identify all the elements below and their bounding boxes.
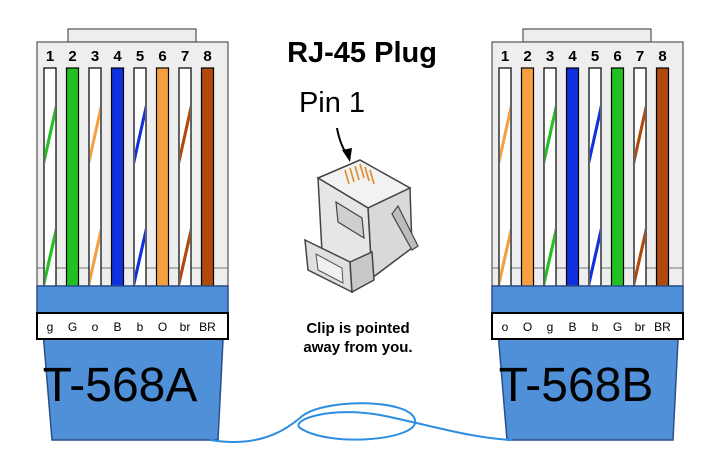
wire-1 bbox=[43, 67, 57, 291]
color-code-bar bbox=[491, 312, 684, 340]
pin-number-3: 3 bbox=[91, 48, 99, 65]
wire-3 bbox=[88, 67, 102, 291]
wire-8 bbox=[655, 67, 670, 291]
wire-8 bbox=[200, 67, 215, 291]
wire-set bbox=[498, 67, 670, 291]
wire-2 bbox=[520, 67, 535, 291]
pin-number-8: 8 bbox=[203, 48, 211, 65]
wire-6 bbox=[610, 67, 625, 291]
pin-number-1: 1 bbox=[46, 48, 54, 65]
plug-body bbox=[491, 41, 684, 287]
pin-1-arrow bbox=[336, 127, 352, 162]
diagram-title: RJ-45 Plug bbox=[287, 37, 437, 69]
wire-7 bbox=[633, 67, 647, 291]
pin-number-6: 6 bbox=[158, 48, 166, 65]
wire-2 bbox=[65, 67, 80, 291]
wire-5 bbox=[133, 67, 147, 291]
plug-top-tab bbox=[67, 28, 197, 43]
pin-number-2: 2 bbox=[523, 48, 531, 65]
clip-note-line-2: away from you. bbox=[303, 339, 412, 356]
wire-6 bbox=[155, 67, 170, 291]
standard-label: T-568A bbox=[43, 359, 198, 412]
wire-code-8: BR bbox=[199, 320, 216, 334]
pin-number-3: 3 bbox=[546, 48, 554, 65]
wire-set bbox=[43, 67, 215, 291]
wire-code-7: br bbox=[635, 320, 646, 334]
pin-number-1: 1 bbox=[501, 48, 509, 65]
standard-label: T-568B bbox=[499, 359, 654, 412]
pin-number-2: 2 bbox=[68, 48, 76, 65]
pin-number-7: 7 bbox=[181, 48, 189, 65]
pin-number-4: 4 bbox=[113, 48, 122, 65]
plug-body bbox=[36, 41, 229, 287]
wire-code-2: G bbox=[68, 320, 77, 334]
color-code-bar bbox=[36, 312, 229, 340]
wire-code-6: O bbox=[158, 320, 167, 334]
wire-code-6: G bbox=[613, 320, 622, 334]
wire-code-1: g bbox=[47, 320, 54, 334]
pin-1-label: Pin 1 bbox=[299, 87, 365, 119]
wire-4 bbox=[565, 67, 580, 291]
clip-note-line-1: Clip is pointed bbox=[306, 320, 409, 337]
pin-number-5: 5 bbox=[136, 48, 144, 65]
connecting-cable bbox=[209, 402, 513, 443]
wire-code-3: g bbox=[547, 320, 554, 334]
wire-code-1: o bbox=[502, 320, 509, 334]
pin-number-6: 6 bbox=[613, 48, 621, 65]
wire-code-5: b bbox=[592, 320, 599, 334]
pin-number-7: 7 bbox=[636, 48, 644, 65]
wire-code-2: O bbox=[523, 320, 532, 334]
wire-code-8: BR bbox=[654, 320, 671, 334]
wire-3 bbox=[543, 67, 557, 291]
plug-contacts bbox=[344, 163, 375, 185]
pin-number-5: 5 bbox=[591, 48, 599, 65]
wire-1 bbox=[498, 67, 512, 291]
wire-code-5: b bbox=[137, 320, 144, 334]
wire-code-4: B bbox=[568, 320, 576, 334]
plug-top-tab bbox=[522, 28, 652, 43]
wire-7 bbox=[178, 67, 192, 291]
pin-number-8: 8 bbox=[658, 48, 666, 65]
wire-4 bbox=[110, 67, 125, 291]
rj45-plug-illustration bbox=[304, 159, 419, 294]
wire-code-3: o bbox=[92, 320, 99, 334]
wire-code-7: br bbox=[180, 320, 191, 334]
wire-code-4: B bbox=[113, 320, 121, 334]
pin-number-4: 4 bbox=[568, 48, 577, 65]
wire-5 bbox=[588, 67, 602, 291]
